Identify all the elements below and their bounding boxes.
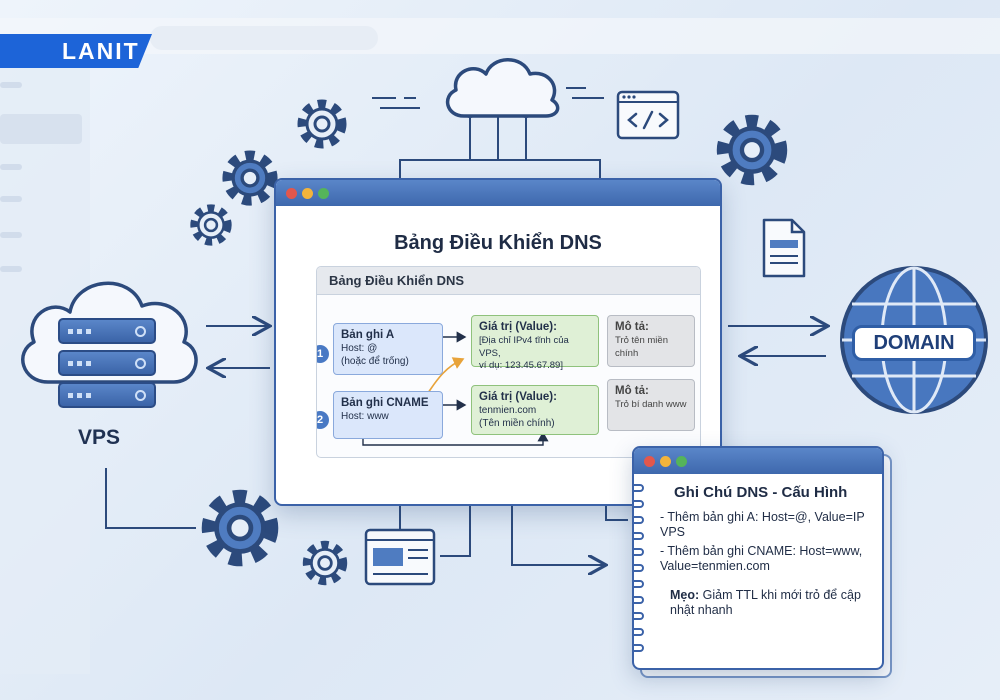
binder-ring-icon xyxy=(634,516,644,524)
binder-ring-icon xyxy=(634,500,644,508)
background-sidebar-item xyxy=(0,196,22,202)
arrow-to-notes xyxy=(511,504,604,565)
code-icon xyxy=(616,90,680,140)
record-a-value-card: Giá trị (Value): [Địa chỉ IPv4 tĩnh của … xyxy=(471,315,599,371)
cloud-connector xyxy=(399,159,601,180)
background-sidebar-item xyxy=(0,266,22,272)
minimize-dot-icon xyxy=(302,188,313,199)
gear-icon xyxy=(222,150,278,206)
domain-badge: DOMAIN xyxy=(852,325,976,361)
record-a-value-label: Giá trị (Value): xyxy=(479,321,557,333)
close-dot-icon xyxy=(286,188,297,199)
dns-records-panel: Bảng Điều Khiển DNS 1 Bản ghi A Host: @ … xyxy=(316,266,701,458)
binder-ring-icon xyxy=(634,532,644,540)
notes-item: - Thêm bản ghi A: Host=@, Value=IP VPS xyxy=(660,510,865,539)
minimize-dot-icon xyxy=(660,456,671,467)
dns-notes-window: Ghi Chú DNS - Cấu Hình - Thêm bản ghi A:… xyxy=(632,446,884,670)
binder-ring-icon xyxy=(634,484,644,492)
dns-control-panel-window: Bảng Điều Khiển DNS Bảng Điều Khiển DNS … xyxy=(274,178,722,506)
background-sidebar-item xyxy=(0,164,22,170)
records-panel-title: Bảng Điều Khiển DNS xyxy=(317,267,700,295)
gear-icon xyxy=(302,540,348,586)
gear-icon xyxy=(716,114,788,186)
record-a-desc-text: Trỏ tên miền chính xyxy=(615,335,668,359)
record-number-badge: 1 xyxy=(317,345,329,363)
logo-text: LANIT xyxy=(62,37,140,64)
record-cname-description-card: Mô tả: Trỏ bí danh www xyxy=(607,379,695,431)
record-cname-value-text: tenmien.com (Tên miền chính) xyxy=(479,405,555,429)
binder-ring-icon xyxy=(634,596,644,604)
notes-tip-text: Giảm TTL khi mới trỏ để cập nhật nhanh xyxy=(670,588,861,617)
record-cname-card: Bản ghi CNAME Host: www xyxy=(333,391,443,439)
gear-icon xyxy=(297,99,347,149)
background-sidebar-item xyxy=(0,82,22,88)
record-number-badge: 2 xyxy=(317,411,329,429)
gear-icon xyxy=(201,489,279,567)
record-a-desc-label: Mô tả: xyxy=(615,321,649,333)
background-search-bar xyxy=(150,26,378,50)
binder-ring-icon xyxy=(634,644,644,652)
notes-item: - Thêm bản ghi CNAME: Host=www, Value=te… xyxy=(660,544,863,573)
gear-icon xyxy=(190,204,232,246)
panel-title: Bảng Điều Khiển DNS xyxy=(394,232,602,254)
binder-ring-icon xyxy=(634,612,644,620)
record-cname-desc-text: Trỏ bí danh www xyxy=(615,399,687,411)
record-cname-value-card: Giá trị (Value): tenmien.com (Tên miền c… xyxy=(471,385,599,435)
vps-gear-line xyxy=(105,468,196,529)
notes-title: Ghi Chú DNS - Cấu Hình xyxy=(674,484,848,501)
document-icon xyxy=(762,218,806,278)
maximize-dot-icon xyxy=(318,188,329,199)
window-title-bar xyxy=(276,180,720,206)
server-icon xyxy=(58,350,156,376)
cloud-icon xyxy=(445,58,560,118)
record-a-description-card: Mô tả: Trỏ tên miền chính xyxy=(607,315,695,367)
record-cname-value-label: Giá trị (Value): xyxy=(479,391,557,403)
binder-ring-icon xyxy=(634,548,644,556)
background-sidebar-item xyxy=(0,114,82,144)
background-sidebar-item xyxy=(0,232,22,238)
record-cname-name: Bản ghi CNAME xyxy=(341,397,429,409)
binder-ring-icon xyxy=(634,628,644,636)
record-a-card: Bản ghi A Host: @ (hoặc để trống) xyxy=(333,323,443,375)
binder-ring-icon xyxy=(634,564,644,572)
notes-tip-label: Mẹo: xyxy=(670,588,700,602)
notes-title-bar xyxy=(634,448,882,474)
record-cname-host: Host: www xyxy=(341,411,389,423)
notes-tip: Mẹo: Giảm TTL khi mới trỏ để cập nhật nh… xyxy=(670,588,880,618)
binder-ring-icon xyxy=(634,580,644,588)
cloud-stems xyxy=(469,110,527,160)
lanit-logo: LANIT xyxy=(0,34,152,68)
server-icon xyxy=(58,382,156,408)
browser-window-icon xyxy=(364,528,436,586)
record-cname-desc-label: Mô tả: xyxy=(615,385,649,397)
notes-list: - Thêm bản ghi A: Host=@, Value=IP VPS -… xyxy=(660,510,882,578)
record-a-host: Host: @ (hoặc để trống) xyxy=(341,343,409,367)
server-icon xyxy=(58,318,156,344)
close-dot-icon xyxy=(644,456,655,467)
record-a-value-text: [Địa chỉ IPv4 tĩnh của VPS, ví dụ: 123.4… xyxy=(479,335,569,372)
maximize-dot-icon xyxy=(676,456,687,467)
record-a-name: Bản ghi A xyxy=(341,329,395,341)
vps-label: VPS xyxy=(78,426,121,449)
